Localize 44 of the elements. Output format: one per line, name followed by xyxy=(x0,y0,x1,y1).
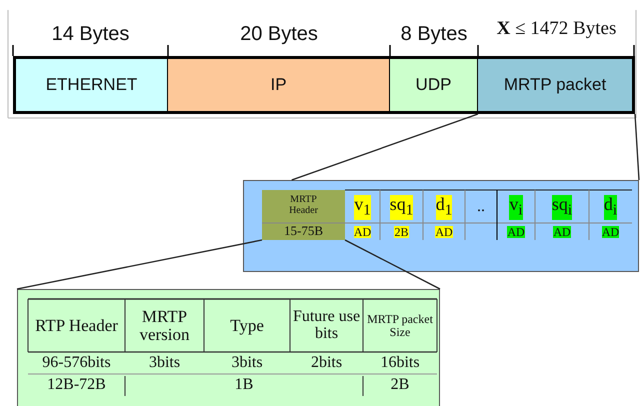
field-size: AD xyxy=(553,226,571,238)
size-label: 8 Bytes xyxy=(400,24,468,44)
zoom-line xyxy=(344,239,440,290)
table-cell: 96-576bits xyxy=(42,354,111,372)
header-field xyxy=(262,190,345,240)
field-size: AD xyxy=(507,226,525,238)
field-name: v$_{1}$ xyxy=(354,195,371,220)
size-label: 20 Bytes xyxy=(240,24,318,44)
zoom-line xyxy=(634,114,640,180)
field-label: MRTP Header xyxy=(288,194,319,216)
zoom-line xyxy=(292,113,478,181)
field-name: sq$_{1}$ xyxy=(390,195,414,220)
table-cell: 2B xyxy=(390,376,410,394)
ellipsis-text: .. xyxy=(477,199,485,216)
field-size: AD xyxy=(435,226,453,238)
header-segment xyxy=(168,56,390,114)
field-label: UDP xyxy=(416,75,452,95)
column-header: MRTP packet Size xyxy=(366,313,434,339)
table-cell: 12B-72B xyxy=(47,376,106,394)
zoom-line xyxy=(16,239,262,290)
table-cell: 3bits xyxy=(148,354,180,372)
table-cell: 16bits xyxy=(380,354,420,372)
header-segment xyxy=(478,56,635,114)
field-name: sq$_{i}$ xyxy=(552,195,572,220)
table-cell: 1B xyxy=(234,376,254,394)
header-detail-panel xyxy=(17,289,440,406)
field-label: 15-75B xyxy=(284,222,323,238)
column-header: RTP Header xyxy=(35,317,118,335)
table-cell: 3bits xyxy=(231,354,263,372)
column-header: Future use bits xyxy=(292,309,362,343)
field-name: d$_{1}$ xyxy=(436,195,452,220)
header-segment xyxy=(390,56,478,114)
column-header: MRTP version xyxy=(138,308,191,344)
field-name: d$_{i}$ xyxy=(604,195,618,220)
field-label: MRTP packet xyxy=(504,75,606,95)
size-label: X ≤ 1472 Bytes xyxy=(496,19,616,39)
field-size: 2B xyxy=(394,226,408,238)
field-name: v$_{i}$ xyxy=(509,195,523,220)
table-cell: 2bits xyxy=(310,354,342,372)
field-label: ETHERNET xyxy=(46,75,138,95)
field-label: IP xyxy=(270,75,287,95)
header-segment xyxy=(13,56,168,114)
column-header: Type xyxy=(230,317,264,335)
size-label: 14 Bytes xyxy=(52,24,130,44)
